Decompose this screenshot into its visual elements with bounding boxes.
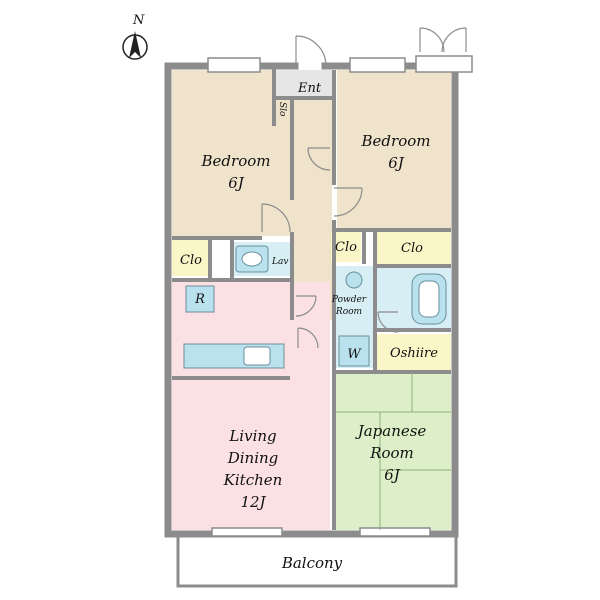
sink-icon (345, 271, 363, 289)
label-balcony: Balcony (281, 554, 343, 572)
label-refrigerator: R (194, 292, 205, 307)
label-oshiire: Oshiire (390, 346, 438, 361)
door-bath-icon (377, 311, 399, 333)
label-japanese-line1: Japanese (355, 422, 427, 440)
door-swings (261, 27, 467, 349)
window-bedroom-left (207, 57, 261, 73)
label-lavatory: Lav (271, 257, 288, 267)
door-powder-icon (295, 295, 317, 317)
label-closet-left: Clo (180, 253, 202, 268)
label-entrance: Ent (297, 81, 322, 96)
label-closet-middle: Clo (335, 240, 357, 255)
label-bedroom-left-size: 6J (228, 174, 245, 192)
room-living-dining-kitchen (172, 282, 330, 530)
label-ldk-line2: Dining (227, 449, 279, 467)
toilet-bowl-icon (241, 251, 263, 267)
label-shoe-storage: Slo (277, 102, 287, 117)
door-bay-left-icon (419, 27, 445, 53)
washer-icon (338, 335, 370, 367)
balcony (176, 534, 458, 588)
window-japanese-balcony (359, 527, 431, 537)
door-bay-right-icon (441, 27, 467, 53)
interior-walls (172, 66, 451, 530)
door-ldk-icon (297, 327, 319, 349)
label-japanese-line2: Room (369, 444, 414, 462)
room-japanese (336, 373, 451, 530)
kitchen-sink-icon (243, 346, 271, 366)
closet-right (376, 230, 451, 264)
compass: N (122, 13, 148, 60)
closet-left (172, 238, 208, 276)
label-ldk-line3: Kitchen (223, 471, 283, 489)
room-entrance (274, 70, 334, 98)
window-ldk-balcony (211, 527, 283, 537)
tatami-lines (336, 373, 451, 530)
label-powder-line1: Powder (331, 295, 367, 305)
oshiire-closet (377, 334, 451, 370)
label-japanese-line3: 6J (384, 466, 401, 484)
label-bedroom-left-name: Bedroom (201, 152, 271, 170)
label-bedroom-right-size: 6J (388, 154, 405, 172)
room-bedroom-right (337, 70, 451, 230)
label-closet-right: Clo (401, 241, 423, 256)
door-bedroom-right-icon (333, 187, 363, 217)
refrigerator-icon (185, 285, 215, 313)
fixtures (183, 245, 447, 369)
north-arrow-icon (129, 31, 141, 58)
windows (207, 55, 473, 537)
label-ldk-line1: Living (228, 427, 276, 445)
door-bedroom-left-icon (261, 203, 291, 233)
door-hall-icon (307, 147, 331, 171)
label-ldk-line4: 12J (240, 493, 266, 511)
window-bedroom-right (349, 57, 406, 73)
walls (164, 62, 459, 538)
label-powder-line2: Room (335, 307, 362, 317)
door-entrance-icon (295, 35, 327, 67)
bathtub-inner-icon (418, 280, 440, 318)
compass-label: N (132, 13, 145, 28)
label-bedroom-right-name: Bedroom (361, 132, 431, 150)
label-washer: W (347, 347, 362, 362)
window-bay (415, 55, 473, 73)
